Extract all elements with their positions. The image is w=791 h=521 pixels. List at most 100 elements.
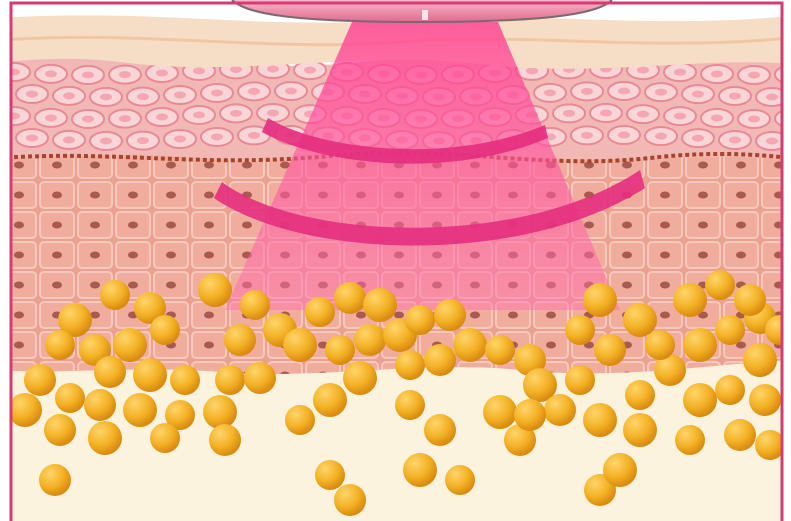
- fat-cell-icon: [743, 343, 777, 377]
- epidermal-cell: [701, 65, 733, 83]
- fat-cell-icon: [434, 299, 466, 331]
- fat-cell-icon: [305, 297, 335, 327]
- fat-cell-icon: [84, 389, 116, 421]
- epidermal-cell: [220, 104, 252, 122]
- epidermal-cell: [738, 110, 770, 128]
- fat-cell-icon: [544, 394, 576, 426]
- epidermal-cell: [164, 130, 196, 148]
- fat-cell-icon: [424, 414, 456, 446]
- epidermal-cell: [53, 87, 85, 105]
- epidermal-cell: [90, 132, 122, 150]
- fat-cell-icon: [313, 383, 347, 417]
- epidermal-cell: [238, 82, 270, 100]
- epidermal-cell: [553, 104, 585, 122]
- epidermal-cell: [701, 109, 733, 127]
- fat-cell-icon: [150, 423, 180, 453]
- epidermal-cell: [682, 129, 714, 147]
- epidermal-cell: [109, 66, 141, 84]
- epidermal-cell: [608, 126, 640, 144]
- epidermal-cell: [16, 85, 48, 103]
- fat-cell-icon: [244, 362, 276, 394]
- fat-cell-icon: [705, 270, 735, 300]
- fat-cell-icon: [8, 393, 42, 427]
- fat-cell-icon: [485, 335, 515, 365]
- fat-cell-icon: [88, 421, 122, 455]
- fat-cell-icon: [44, 414, 76, 446]
- fat-cell-icon: [514, 399, 546, 431]
- epidermal-cell: [664, 107, 696, 125]
- epidermal-cell: [164, 86, 196, 104]
- epidermal-cell: [738, 66, 770, 84]
- fat-cell-icon: [24, 364, 56, 396]
- epidermal-cell: [571, 82, 603, 100]
- epidermal-cell: [72, 66, 104, 84]
- fat-cell-icon: [113, 328, 147, 362]
- epidermal-cell: [571, 126, 603, 144]
- epidermal-cell: [201, 84, 233, 102]
- fat-cell-icon: [315, 460, 345, 490]
- fat-cell-icon: [325, 335, 355, 365]
- epidermal-cell: [146, 64, 178, 82]
- fat-cell-icon: [395, 350, 425, 380]
- fat-cell-icon: [55, 383, 85, 413]
- fat-cell-icon: [363, 288, 397, 322]
- epidermal-cell: [146, 108, 178, 126]
- epidermal-cell: [53, 131, 85, 149]
- epidermal-cell: [109, 110, 141, 128]
- epidermal-cell: [127, 88, 159, 106]
- epidermal-cell: [719, 131, 751, 149]
- fat-cell-icon: [583, 403, 617, 437]
- fat-cell-icon: [224, 324, 256, 356]
- epidermal-cell: [201, 128, 233, 146]
- epidermal-cell: [608, 82, 640, 100]
- epidermal-cell: [90, 88, 122, 106]
- epidermal-cell: [0, 107, 30, 125]
- fat-cell-icon: [283, 328, 317, 362]
- epidermal-cell: [590, 104, 622, 122]
- epidermal-cell: [183, 106, 215, 124]
- epidermal-cell: [275, 82, 307, 100]
- fat-cell-icon: [203, 395, 237, 429]
- fat-cell-icon: [403, 453, 437, 487]
- fat-cell-icon: [405, 305, 435, 335]
- fat-cell-icon: [683, 328, 717, 362]
- fat-cell-icon: [170, 365, 200, 395]
- fat-cell-icon: [623, 303, 657, 337]
- fat-cell-icon: [45, 330, 75, 360]
- fat-cell-icon: [675, 425, 705, 455]
- fat-cell-icon: [623, 413, 657, 447]
- fat-cell-icon: [715, 375, 745, 405]
- fat-cell-icon: [94, 356, 126, 388]
- fat-cell-icon: [354, 324, 386, 356]
- fat-cell-icon: [683, 383, 717, 417]
- epidermal-cell: [719, 87, 751, 105]
- fat-cell-icon: [594, 334, 626, 366]
- fat-cell-icon: [240, 290, 270, 320]
- fat-cell-icon: [215, 365, 245, 395]
- fat-cell-icon: [734, 284, 766, 316]
- fat-cell-icon: [715, 315, 745, 345]
- fat-cell-icon: [625, 380, 655, 410]
- fat-cell-icon: [565, 365, 595, 395]
- epidermal-cell: [645, 83, 677, 101]
- fat-cell-icon: [603, 453, 637, 487]
- fat-cell-icon: [483, 395, 517, 429]
- epidermal-cell: [72, 110, 104, 128]
- epidermal-cell: [645, 127, 677, 145]
- fat-cell-icon: [198, 273, 232, 307]
- fat-cell-icon: [150, 315, 180, 345]
- fat-cell-icon: [285, 405, 315, 435]
- epidermal-cell: [682, 85, 714, 103]
- epidermal-cell: [257, 104, 289, 122]
- fat-cell-icon: [445, 465, 475, 495]
- fat-cell-icon: [123, 393, 157, 427]
- fat-cell-icon: [565, 315, 595, 345]
- epidermal-cell: [664, 63, 696, 81]
- fat-cell-icon: [343, 361, 377, 395]
- fat-cell-icon: [453, 328, 487, 362]
- epidermal-cell: [127, 132, 159, 150]
- fat-cell-icon: [334, 484, 366, 516]
- fat-cell-icon: [100, 280, 130, 310]
- epidermal-cell: [35, 109, 67, 127]
